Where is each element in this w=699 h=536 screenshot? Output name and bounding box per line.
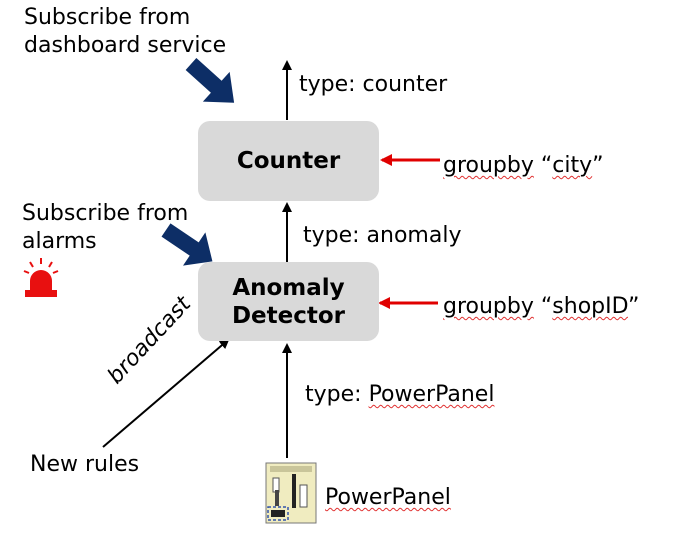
power-panel-device-icon	[265, 462, 317, 524]
counter-node: Counter	[198, 121, 379, 201]
type-powerpanel-value: PowerPanel	[368, 382, 495, 407]
powerpanel-label-text: PowerPanel	[325, 485, 451, 510]
subscribe-alarms-line1: Subscribe from	[22, 201, 189, 226]
subscribe-dashboard-line1: Subscribe from	[24, 5, 191, 30]
broadcast-arrow	[102, 338, 230, 448]
subscribe-dashboard-line2: dashboard service	[24, 33, 227, 58]
groupby-city-label: groupby “city”	[443, 152, 604, 180]
subscribe-alarms-label: Subscribe from alarms	[22, 200, 188, 256]
anomaly-node-line2: Detector	[231, 302, 346, 329]
type-powerpanel-label: type: PowerPanel	[305, 381, 494, 409]
new-rules-label: New rules	[30, 452, 140, 477]
type-counter-label: type: counter	[299, 72, 448, 97]
powerpanel-label: PowerPanel	[325, 484, 451, 512]
groupby-city-value: city	[552, 153, 593, 178]
anomaly-node-line1: Anomaly	[232, 274, 345, 301]
groupby-shop-value: shopID	[552, 294, 628, 319]
groupby-city-close-quote: ”	[592, 153, 604, 178]
groupby-shop-open-quote: “	[540, 294, 553, 319]
subscribe-dashboard-label: Subscribe from dashboard service	[24, 4, 226, 60]
type-powerpanel-prefix: type:	[305, 382, 369, 407]
subscribe-alarms-line2: alarms	[22, 229, 97, 254]
groupby-city-keyword: groupby	[443, 153, 534, 178]
alarm-light-icon	[23, 258, 59, 297]
subscribe-dashboard-arrow	[185, 58, 235, 103]
groupby-shop-close-quote: ”	[627, 294, 640, 319]
groupby-shop-keyword: groupby	[443, 294, 534, 319]
subscribe-alarms-arrow	[161, 223, 213, 266]
counter-node-label: Counter	[236, 148, 341, 174]
type-anomaly-label: type: anomaly	[303, 223, 462, 248]
groupby-shop-label: groupby “shopID”	[443, 293, 639, 321]
groupby-city-open-quote: “	[540, 153, 553, 178]
anomaly-detector-node: Anomaly Detector	[198, 262, 379, 341]
